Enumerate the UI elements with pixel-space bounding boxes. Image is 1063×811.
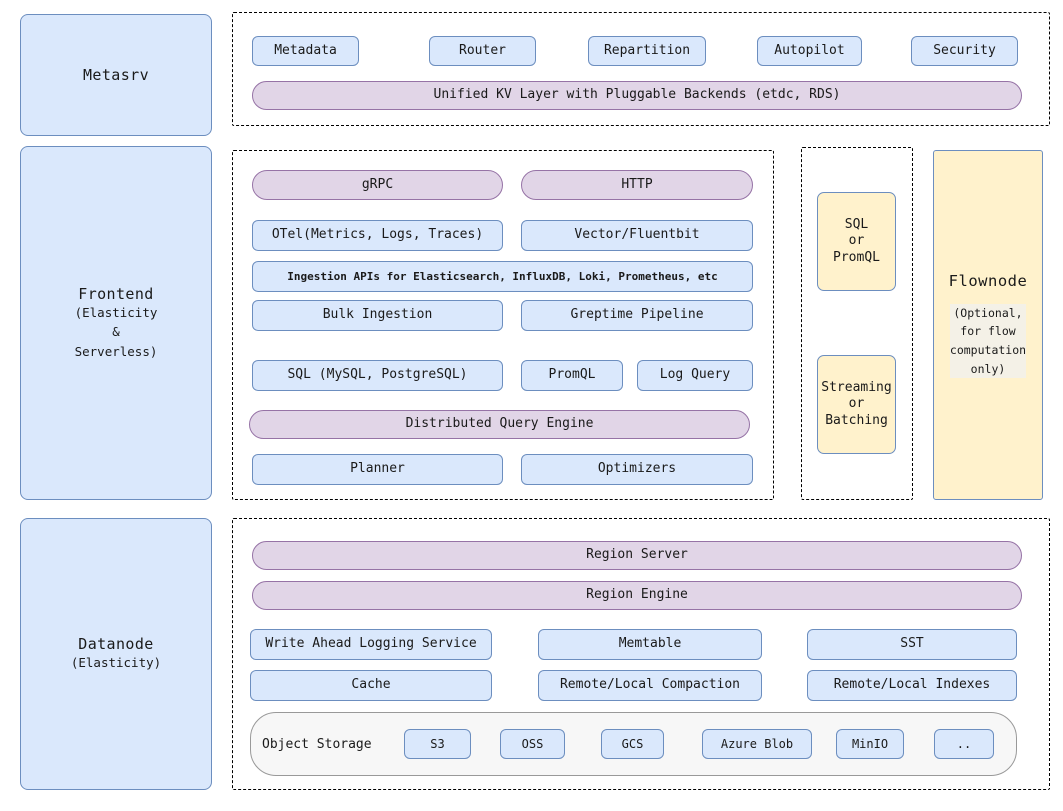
frontend-query-promql[interactable]: PromQL [521, 360, 623, 391]
storage-backend-azure-blob[interactable]: Azure Blob [702, 729, 812, 759]
frontend-optimizers[interactable]: Optimizers [521, 454, 753, 485]
flow-mode-line: or [848, 396, 865, 412]
object-storage-label: Object Storage [262, 737, 372, 752]
group-subtitle-line: & [112, 324, 120, 340]
group-card-metasrv: Metasrv [20, 14, 212, 136]
group-card-datanode: Datanode (Elasticity) [20, 518, 212, 790]
group-title-metasrv: Metasrv [82, 66, 149, 84]
flownode-subtitle-line: computation [949, 343, 1027, 357]
flownode-subtitle-line: (Optional, [953, 305, 1023, 320]
datanode-region-server[interactable]: Region Server [252, 541, 1022, 570]
group-subtitle-line: Serverless) [74, 343, 158, 359]
flownode-subtitle: (Optional, for flow computation only) [949, 303, 1027, 379]
datanode-memtable[interactable]: Memtable [538, 629, 762, 660]
flownode-subtitle-line: for flow [960, 324, 1016, 339]
flow-mode-sql-or-promql[interactable]: SQL or PromQL [817, 192, 896, 291]
frontend-query-sql[interactable]: SQL (MySQL, PostgreSQL) [252, 360, 503, 391]
storage-backend-more[interactable]: .. [934, 729, 994, 759]
group-title-datanode: Datanode [78, 635, 154, 654]
metasrv-component-router[interactable]: Router [429, 36, 536, 66]
group-title-frontend: Frontend [78, 284, 154, 303]
flow-mode-line: SQL [844, 217, 869, 233]
datanode-sst[interactable]: SST [807, 629, 1017, 660]
frontend-container [232, 150, 774, 500]
group-subtitle-line: (Elasticity [74, 304, 158, 320]
metasrv-component-repartition[interactable]: Repartition [588, 36, 706, 66]
storage-backend-oss[interactable]: OSS [500, 729, 565, 759]
storage-backend-gcs[interactable]: GCS [601, 729, 664, 759]
storage-backend-s3[interactable]: S3 [404, 729, 471, 759]
flownode-subtitle-line: only) [970, 361, 1006, 376]
frontend-query-log-query[interactable]: Log Query [637, 360, 753, 391]
datanode-cache[interactable]: Cache [250, 670, 492, 701]
group-subtitle-line: (Elasticity) [70, 655, 162, 671]
storage-backend-minio[interactable]: MinIO [836, 729, 904, 759]
group-subtitle-frontend: (Elasticity & Serverless) [75, 303, 158, 361]
metasrv-component-security[interactable]: Security [911, 36, 1018, 66]
group-card-frontend: Frontend (Elasticity & Serverless) [20, 146, 212, 500]
datanode-compaction[interactable]: Remote/Local Compaction [538, 670, 762, 701]
flownode-title: Flownode [948, 271, 1028, 290]
datanode-wal-service[interactable]: Write Ahead Logging Service [250, 629, 492, 660]
frontend-protocol-http[interactable]: HTTP [521, 170, 753, 200]
flow-mode-container [801, 147, 913, 500]
frontend-ingestion-vector-fluentbit[interactable]: Vector/Fluentbit [521, 220, 753, 251]
datanode-indexes[interactable]: Remote/Local Indexes [807, 670, 1017, 701]
frontend-ingestion-otel[interactable]: OTel(Metrics, Logs, Traces) [252, 220, 503, 251]
flownode-card[interactable]: Flownode (Optional, for flow computation… [933, 150, 1043, 500]
datanode-region-engine[interactable]: Region Engine [252, 581, 1022, 610]
group-subtitle-datanode: (Elasticity) [71, 653, 161, 672]
frontend-planner[interactable]: Planner [252, 454, 503, 485]
frontend-ingestion-greptime-pipeline[interactable]: Greptime Pipeline [521, 300, 753, 331]
metasrv-kv-layer[interactable]: Unified KV Layer with Pluggable Backends… [252, 81, 1022, 110]
metasrv-component-autopilot[interactable]: Autopilot [757, 36, 862, 66]
flow-mode-line: Batching [825, 412, 888, 428]
frontend-protocol-grpc[interactable]: gRPC [252, 170, 503, 200]
flow-mode-line: or [848, 233, 865, 249]
metasrv-component-metadata[interactable]: Metadata [252, 36, 359, 66]
datanode-container [232, 518, 1050, 790]
flow-mode-streaming-or-batching[interactable]: Streaming or Batching [817, 355, 896, 454]
flow-mode-line: PromQL [833, 249, 880, 265]
metasrv-container [232, 12, 1050, 126]
frontend-distributed-query-engine[interactable]: Distributed Query Engine [249, 410, 750, 439]
frontend-ingestion-apis[interactable]: Ingestion APIs for Elasticsearch, Influx… [252, 261, 753, 292]
frontend-ingestion-bulk[interactable]: Bulk Ingestion [252, 300, 503, 331]
flow-mode-line: Streaming [821, 380, 892, 396]
